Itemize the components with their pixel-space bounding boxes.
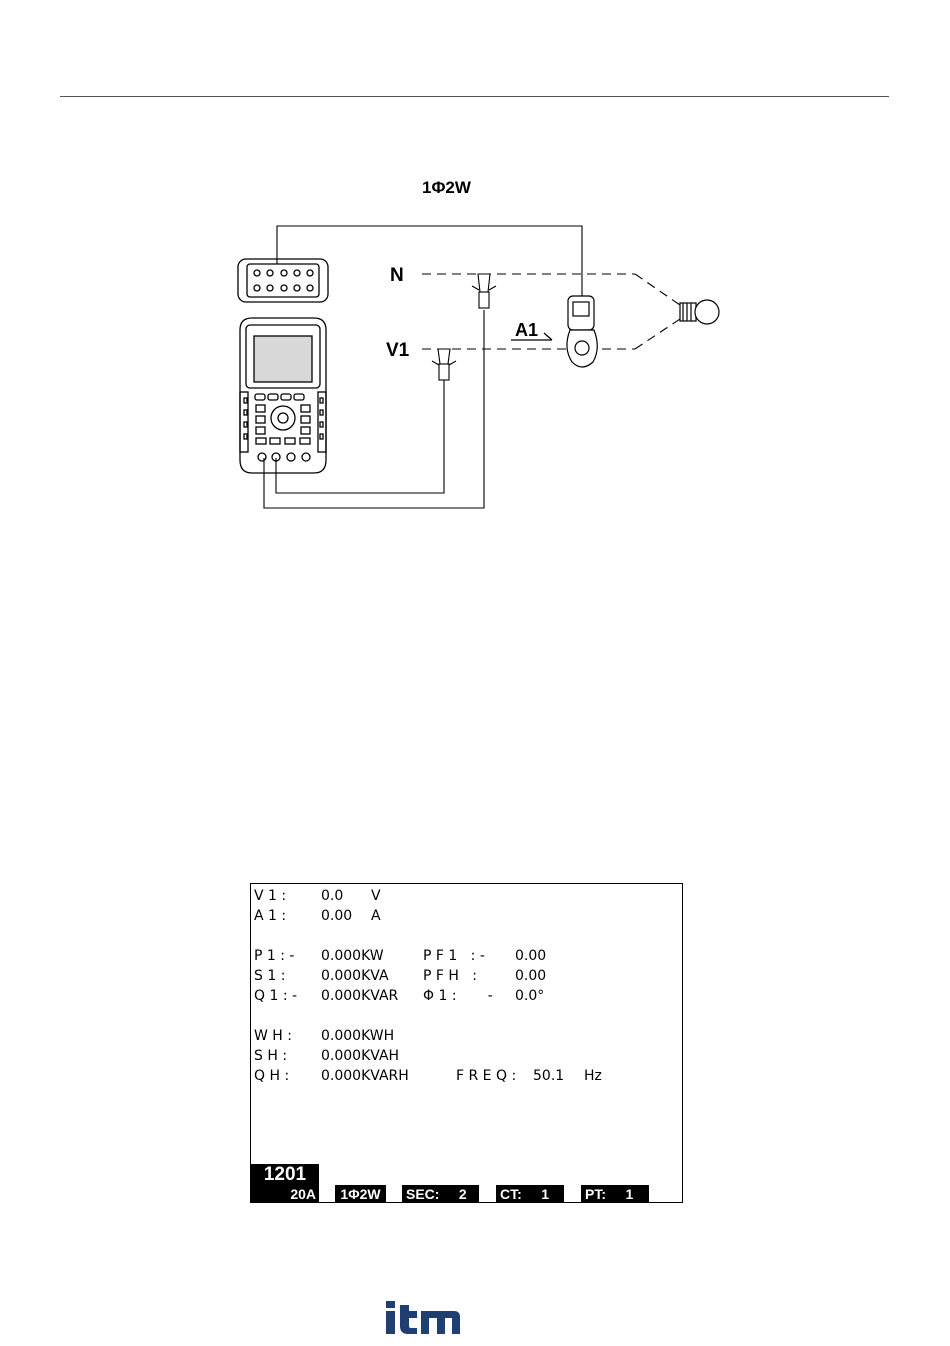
- qh-label: Q H :: [254, 1068, 289, 1084]
- v1-unit: V: [371, 888, 381, 904]
- sh-label: S H :: [254, 1048, 287, 1064]
- s1-value: 0.000KVA: [321, 968, 389, 984]
- power-meter-icon: [240, 318, 326, 473]
- s1-label: S 1 :: [254, 968, 285, 984]
- conductors: [422, 274, 680, 349]
- label-neutral: N: [390, 265, 404, 286]
- p1-label: P 1 : -: [254, 948, 294, 964]
- pfh-label: P F H :: [423, 968, 477, 984]
- current-clamp-icon: [567, 296, 597, 367]
- a1-unit: A: [371, 908, 381, 924]
- alligator-clip-v1-icon: [432, 349, 456, 380]
- diagram-title: 1Φ2W: [422, 178, 472, 197]
- v1-value: 0.0: [321, 888, 343, 904]
- label-voltage: V1: [386, 340, 410, 361]
- qh-value: 0.000KVARH: [321, 1068, 409, 1084]
- sh-value: 0.000KVAH: [321, 1048, 399, 1064]
- wh-label: W H :: [254, 1028, 292, 1044]
- wiring-diagram: 1Φ2W: [0, 0, 950, 560]
- alligator-clip-n-icon: [472, 274, 496, 308]
- v1-label: V 1 :: [254, 888, 286, 904]
- freq-unit: Hz: [584, 1068, 602, 1084]
- phase-angle-value: 0.0°: [515, 988, 544, 1004]
- meter-screen: V 1 : 0.0 V A 1 : 0.00 A P 1 : - 0.000KW…: [250, 883, 683, 1203]
- phase-angle-label: Φ 1 : -: [423, 988, 493, 1004]
- itm-logo: [384, 1301, 462, 1335]
- pt-badge: PT: 1: [581, 1185, 649, 1203]
- a1-label: A 1 :: [254, 908, 286, 924]
- freq-value: 50.1: [533, 1068, 564, 1084]
- pf1-label: P F 1 : -: [423, 948, 485, 964]
- sec-badge: SEC: 2: [402, 1185, 479, 1203]
- wh-value: 0.000KWH: [321, 1028, 394, 1044]
- label-current: A1: [515, 320, 538, 340]
- p1-value: 0.000KW: [321, 948, 384, 964]
- pfh-value: 0.00: [515, 968, 546, 984]
- lamp-load-icon: [680, 300, 719, 324]
- range-badge: 20A: [251, 1186, 319, 1203]
- ct-badge: CT: 1: [496, 1185, 564, 1203]
- freq-label: F R E Q :: [456, 1068, 516, 1084]
- pf1-value: 0.00: [515, 948, 546, 964]
- input-terminal-block: [238, 259, 328, 302]
- a1-value: 0.00: [321, 908, 352, 924]
- q1-value: 0.000KVAR: [321, 988, 398, 1004]
- model-badge: 1201: [251, 1164, 319, 1186]
- wiring-badge: 1Φ2W: [335, 1185, 386, 1203]
- q1-label: Q 1 : -: [254, 988, 297, 1004]
